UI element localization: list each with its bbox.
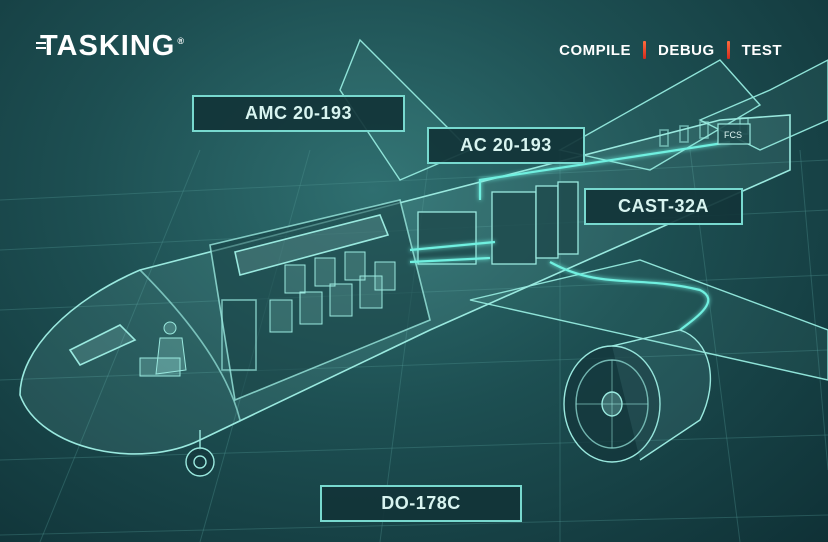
nav-item-debug[interactable]: DEBUG: [657, 41, 715, 59]
landing-gear: [185, 430, 215, 477]
logo-speed-lines-icon: [36, 42, 46, 44]
nav-separator: [642, 41, 646, 59]
nav-item-test[interactable]: TEST: [741, 41, 782, 59]
floor-grid: [0, 149, 828, 542]
standard-label-do-178c: DO-178C: [320, 485, 522, 522]
standard-label-ac-20-193: AC 20-193: [427, 127, 585, 164]
avionics-racks: [417, 181, 579, 265]
fcs-label: FCS: [724, 130, 742, 140]
logo-text: TASKING: [40, 30, 176, 62]
fcs-unit: FCS: [717, 123, 751, 145]
nav-separator: [726, 41, 730, 59]
registered-mark: ®: [177, 36, 185, 47]
tasking-logo: TASKING®: [40, 30, 185, 63]
data-flow-lines: [409, 140, 731, 331]
standard-label-amc-20-193: AMC 20-193: [192, 95, 405, 132]
standard-label-cast-32a: CAST-32A: [584, 188, 743, 225]
top-nav: COMPILE DEBUG TEST: [559, 41, 782, 59]
nav-item-compile[interactable]: COMPILE: [559, 41, 631, 59]
pilot-figure: [139, 321, 187, 377]
cabin-seats: [269, 251, 396, 333]
jet-engine: [563, 329, 712, 463]
